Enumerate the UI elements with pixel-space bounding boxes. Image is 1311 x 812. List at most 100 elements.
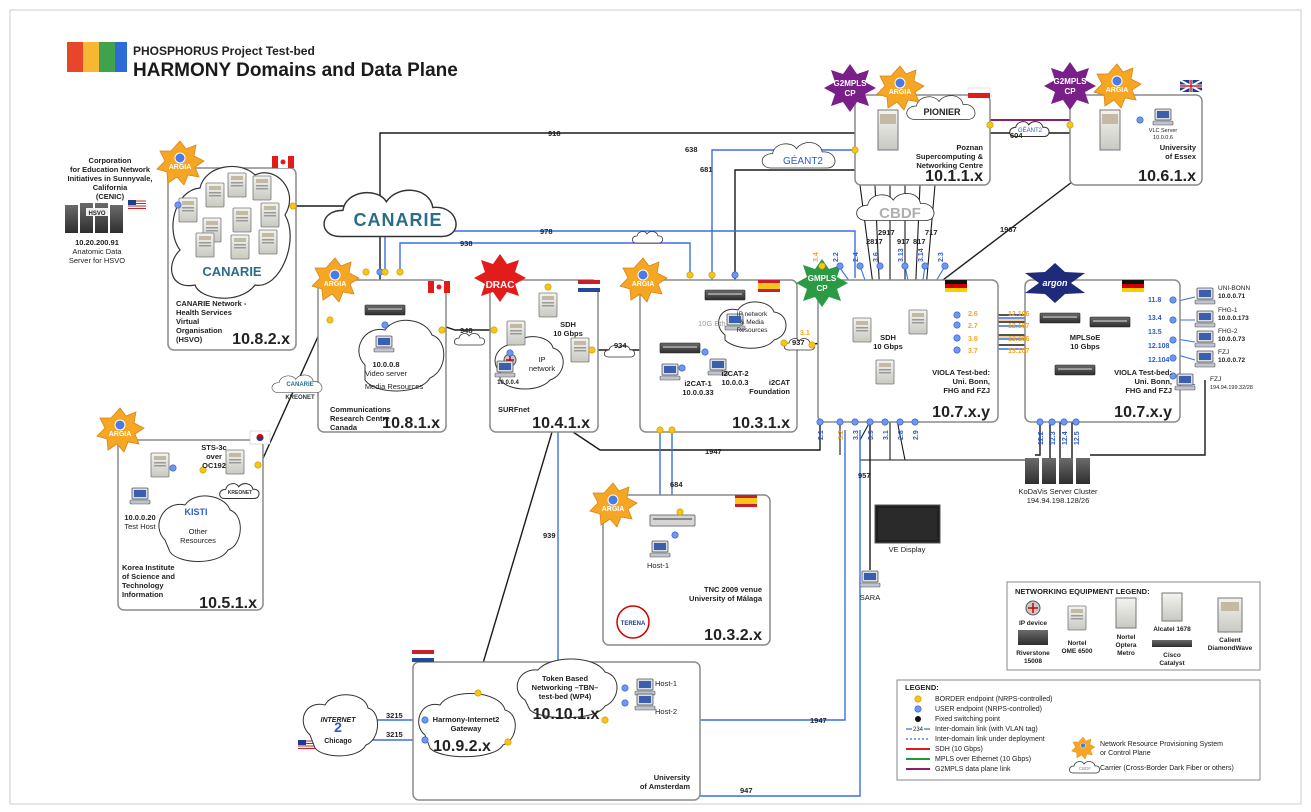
svg-text:937: 937 — [792, 338, 805, 347]
svg-text:Nortel: Nortel — [1117, 634, 1136, 641]
svg-text:2.4: 2.4 — [853, 252, 860, 262]
flag-netherlands-uva — [412, 650, 434, 662]
argia-badge-crc: ARGIA — [311, 257, 360, 303]
svg-text:10.20.200.91: 10.20.200.91 — [75, 238, 119, 247]
g2mpls-badge-poznan: G2MPLS CP — [824, 64, 876, 112]
svg-text:638: 638 — [685, 145, 698, 154]
legend-fixed-point-icon — [915, 716, 921, 722]
svg-text:DRAC: DRAC — [486, 280, 515, 291]
svg-text:IP device: IP device — [1019, 620, 1047, 627]
essex-rack — [1099, 109, 1121, 151]
svg-text:12.4: 12.4 — [1062, 431, 1069, 445]
svg-text:12.2: 12.2 — [1038, 431, 1045, 445]
svg-text:i2CAT: i2CAT — [769, 378, 791, 387]
svg-text:Test Host: Test Host — [124, 522, 156, 531]
svg-text:or Control Plane: or Control Plane — [1100, 750, 1151, 757]
svg-text:OME 6500: OME 6500 — [1061, 648, 1092, 655]
cbdf-cloud: CBDF — [856, 192, 935, 222]
svg-text:NETWORKING EQUIPMENT LEGEND:: NETWORKING EQUIPMENT LEGEND: — [1015, 587, 1150, 596]
svg-text:Chicago: Chicago — [324, 738, 352, 745]
legend: LEGEND: BORDER endpoint (NRPS-controlled… — [896, 679, 1261, 781]
flag-canada-hsvo — [272, 156, 294, 168]
svg-text:BORDER endpoint (NRPS-controll: BORDER endpoint (NRPS-controlled) — [935, 696, 1053, 703]
svg-text:ARGIA: ARGIA — [889, 89, 912, 96]
i2cat-media-cloud — [718, 301, 787, 349]
svg-text:Alcatel 1678: Alcatel 1678 — [1153, 626, 1191, 633]
svg-text:LEGEND:: LEGEND: — [905, 683, 939, 692]
svg-text:Host-2: Host-2 — [655, 707, 677, 716]
viola-hosts-labels: UNI-BONN 10.0.0.71 FHG-1 10.0.0.173 FHG-… — [1210, 285, 1253, 391]
svg-text:SARA: SARA — [860, 593, 880, 602]
svg-text:Host-1: Host-1 — [647, 561, 669, 570]
svg-text:957: 957 — [858, 471, 871, 480]
svg-text:Poznan: Poznan — [956, 143, 983, 152]
project-title: PHOSPHORUS Project Test-bed — [133, 44, 315, 58]
page-title: HARMONY Domains and Data Plane — [133, 60, 458, 81]
svg-text:CBDF: CBDF — [879, 205, 921, 222]
svg-text:SDH: SDH — [560, 320, 576, 329]
svg-text:Server for HSVO: Server for HSVO — [69, 256, 125, 265]
svg-text:FZJ: FZJ — [1218, 349, 1229, 356]
svg-text:of Essex: of Essex — [1165, 152, 1197, 161]
svg-text:10.4.1.x: 10.4.1.x — [532, 415, 590, 432]
svg-text:2917: 2917 — [878, 228, 895, 237]
svg-text:GMPLS: GMPLS — [808, 274, 837, 283]
svg-text:2.9: 2.9 — [913, 430, 920, 440]
svg-text:10.7.x.y: 10.7.x.y — [932, 404, 990, 421]
svg-text:CP: CP — [816, 284, 828, 293]
svg-text:Networking Centre: Networking Centre — [916, 161, 983, 170]
svg-text:HSVO: HSVO — [88, 211, 105, 217]
svg-text:10.0.0.6: 10.0.0.6 — [1153, 135, 1173, 141]
svg-text:INTERNET: INTERNET — [321, 717, 357, 724]
svg-text:10.0.0.33: 10.0.0.33 — [682, 388, 713, 397]
svg-text:918: 918 — [548, 129, 561, 138]
argia-badge-i2cat: ARGIA — [619, 257, 668, 303]
svg-text:Riverstone: Riverstone — [1016, 650, 1050, 657]
svg-text:test-bed (WP4): test-bed (WP4) — [539, 692, 592, 701]
legend-riverstone-icon — [1018, 630, 1048, 645]
svg-text:13.4: 13.4 — [1148, 315, 1162, 322]
geant2-cloud-2: GÉANT2 — [1009, 121, 1050, 138]
geant2-cloud-1: GÉANT2 — [761, 142, 836, 169]
svg-text:University: University — [1160, 143, 1197, 152]
internet2-labels: INTERNET 2 Chicago — [321, 717, 357, 745]
essex-labels: VLC Server 10.0.0.6 University of Essex … — [1138, 128, 1197, 185]
svg-text:1967: 1967 — [1000, 225, 1017, 234]
argia-badge-kisti: ARGIA — [96, 407, 145, 453]
svg-text:argon: argon — [1042, 278, 1068, 288]
svg-text:PIONIER: PIONIER — [923, 107, 961, 117]
flag-usa-cenic — [128, 200, 146, 210]
svg-text:CP: CP — [1064, 87, 1076, 96]
svg-text:948: 948 — [460, 326, 473, 335]
argon-badge: argon — [1025, 263, 1085, 303]
svg-text:Optera: Optera — [1116, 642, 1137, 649]
svg-text:938: 938 — [460, 239, 473, 248]
svg-text:University of Málaga: University of Málaga — [689, 594, 763, 603]
svg-text:15008: 15008 — [1024, 658, 1042, 665]
svg-text:12.3: 12.3 — [1050, 431, 1057, 445]
kisti-other-cloud — [158, 495, 241, 562]
svg-text:G2MPLS: G2MPLS — [834, 79, 868, 88]
svg-text:3.2: 3.2 — [838, 430, 845, 440]
svg-text:2817: 2817 — [866, 237, 883, 246]
svg-text:Media Resources: Media Resources — [365, 382, 424, 391]
svg-text:OC192: OC192 — [202, 461, 226, 470]
svg-text:Korea Institute: Korea Institute — [122, 563, 175, 572]
svg-text:TNC 2009 venue: TNC 2009 venue — [704, 585, 762, 594]
flag-spain-i2cat — [758, 280, 780, 292]
svg-text:Harmony-Internet2: Harmony-Internet2 — [433, 715, 500, 724]
surfnet-labels: SDH 10 Gbps IP network 10.0.0.4 SURFnet … — [497, 320, 590, 432]
svg-text:Resources: Resources — [180, 536, 216, 545]
svg-text:FHG-1: FHG-1 — [1218, 307, 1238, 314]
svg-text:GÉANT2: GÉANT2 — [783, 154, 823, 167]
svg-text:Virtual: Virtual — [176, 317, 199, 326]
svg-text:FHG and FZJ: FHG and FZJ — [1125, 386, 1172, 395]
flag-uk — [1179, 79, 1203, 93]
g2mpls-badge-essex: G2MPLS CP — [1044, 62, 1096, 110]
svg-text:Organisation: Organisation — [176, 326, 223, 335]
svg-text:Anatomic Data: Anatomic Data — [72, 247, 122, 256]
svg-text:VE Display: VE Display — [889, 545, 926, 554]
flag-canada-crc — [428, 281, 450, 293]
flags — [128, 79, 1203, 750]
svg-text:13.107: 13.107 — [1008, 348, 1030, 355]
